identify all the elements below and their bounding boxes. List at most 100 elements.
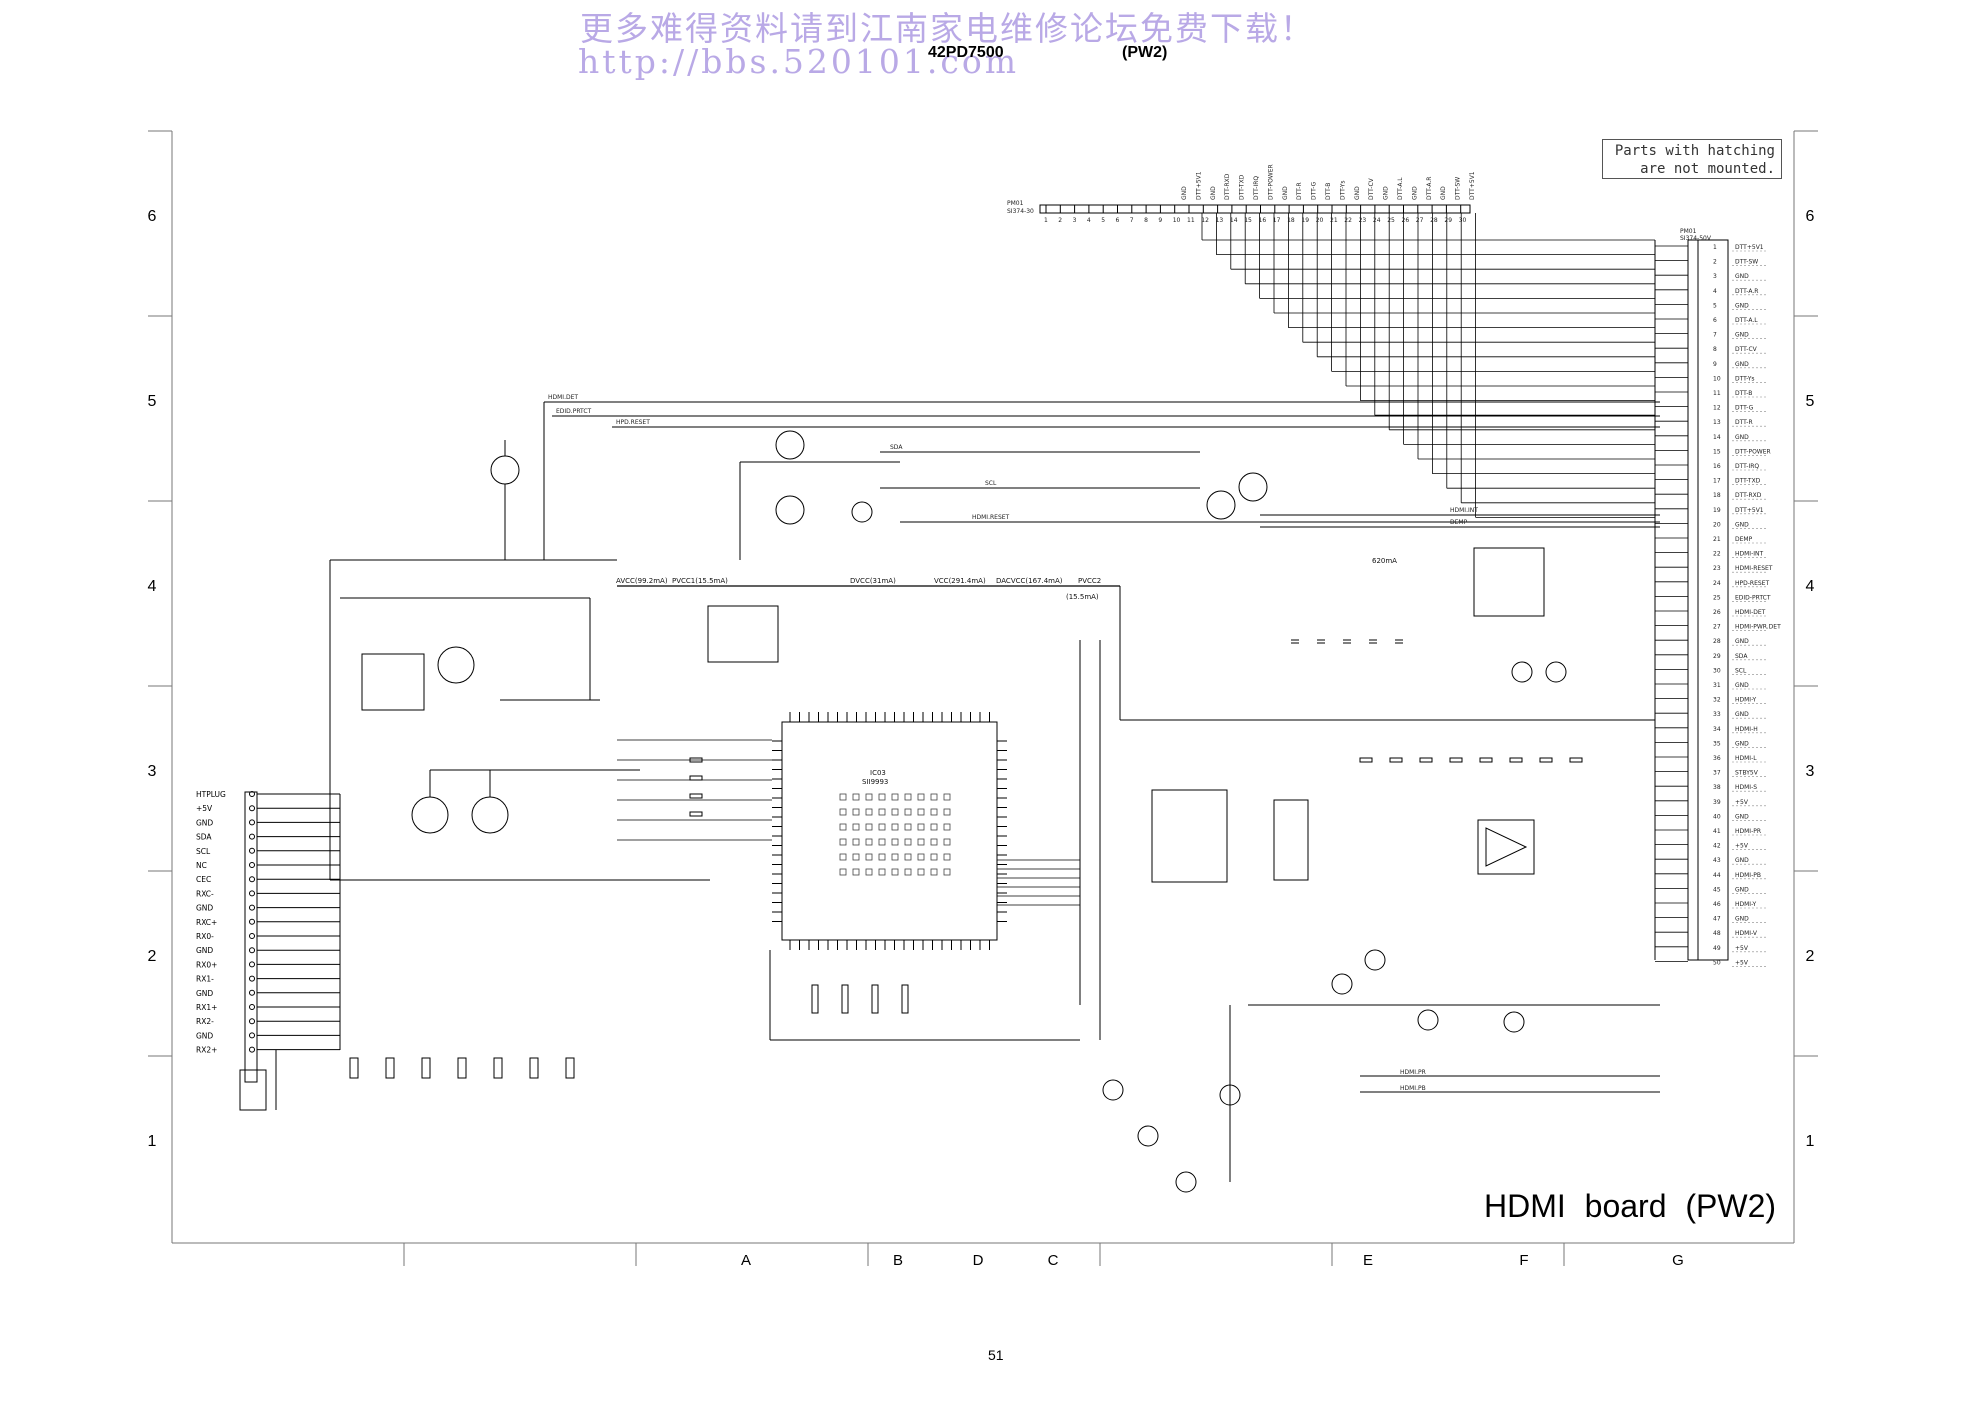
bga-pad bbox=[865, 838, 873, 846]
right-pin-number: 24 bbox=[1713, 580, 1721, 587]
hdmi-pin bbox=[249, 833, 255, 840]
video-ic bbox=[1151, 789, 1228, 883]
top-pin-number: 1 bbox=[1044, 217, 1048, 224]
rail-label-pvcc2-current: (15.5mA) bbox=[1066, 593, 1099, 601]
hdmi-pin-label: HTPLUG bbox=[196, 790, 226, 799]
right-pin-number: 18 bbox=[1713, 492, 1721, 499]
top-pin-number: 8 bbox=[1144, 217, 1148, 224]
top-pin-label: DTT-G bbox=[1311, 181, 1318, 200]
transistor bbox=[775, 495, 805, 525]
right-pin-number: 44 bbox=[1713, 872, 1721, 879]
hdmi-pin bbox=[249, 819, 255, 826]
right-pin-label: HDMI-V bbox=[1735, 930, 1758, 937]
bga-pad bbox=[891, 823, 899, 831]
top-pin-label: DTT+5V1 bbox=[1469, 171, 1476, 200]
top-pin-number: 13 bbox=[1216, 217, 1224, 224]
top-pin-label: DTT-B bbox=[1325, 183, 1332, 200]
bga-pad bbox=[930, 808, 938, 816]
hdmi-pin-label: GND bbox=[196, 989, 213, 998]
main-ic-ref: IC03 bbox=[870, 769, 886, 777]
top-pin-number: 18 bbox=[1287, 217, 1295, 224]
right-pin-label: DTT-CV bbox=[1735, 346, 1758, 353]
row-label-3-right: 3 bbox=[1805, 763, 1815, 780]
transistor bbox=[1137, 1125, 1159, 1147]
right-pin-number: 50 bbox=[1713, 959, 1721, 966]
right-pin-label: DTT-SW bbox=[1735, 259, 1758, 266]
transistor bbox=[1545, 661, 1567, 683]
hdmi-pin bbox=[249, 933, 255, 939]
top-pin-number: 6 bbox=[1116, 217, 1120, 224]
rail-label-vcc: VCC(291.4mA) bbox=[934, 577, 986, 585]
right-pin-number: 49 bbox=[1713, 945, 1721, 952]
top-pin-number: 24 bbox=[1373, 217, 1381, 224]
bga-pad bbox=[878, 853, 886, 861]
column-label-b: B bbox=[892, 1252, 903, 1269]
connector-shield bbox=[239, 1069, 267, 1111]
resistor bbox=[689, 811, 703, 817]
bga-pad bbox=[943, 823, 951, 831]
bga-pad bbox=[943, 793, 951, 801]
signal-label-pb: HDMI.PB bbox=[1400, 1085, 1426, 1092]
bga-pad bbox=[878, 868, 886, 876]
transistor bbox=[1331, 973, 1353, 995]
right-pin-label: DTT-Ys bbox=[1735, 375, 1755, 382]
top-pin-label: DTT-TXD bbox=[1239, 174, 1246, 200]
row-label-6-left: 6 bbox=[147, 208, 157, 225]
hdmi-pin bbox=[249, 947, 255, 954]
bga-pad bbox=[891, 868, 899, 876]
watermark-url[interactable]: http://bbs.520101.com bbox=[578, 42, 1020, 81]
bga-pad bbox=[904, 823, 912, 831]
capacitor bbox=[841, 984, 849, 1014]
right-pin-label: HDMI-Y bbox=[1735, 697, 1757, 704]
right-pin-number: 45 bbox=[1713, 886, 1721, 893]
right-pin-number: 48 bbox=[1713, 930, 1721, 937]
opamp bbox=[1477, 819, 1535, 875]
column-label-e: E bbox=[1362, 1252, 1373, 1269]
right-pin-number: 7 bbox=[1713, 332, 1717, 339]
right-pin-number: 29 bbox=[1713, 653, 1721, 660]
bga-pad bbox=[865, 868, 873, 876]
right-pin-label: GND bbox=[1735, 916, 1749, 923]
hdmi-pin bbox=[249, 805, 255, 812]
top-pin-label: DTT-A.R bbox=[1426, 177, 1433, 200]
right-pin-label: GND bbox=[1735, 682, 1749, 689]
opamp-symbol bbox=[1485, 827, 1528, 867]
hdmi-connector-body bbox=[244, 791, 258, 1083]
column-label-f: F bbox=[1519, 1252, 1529, 1269]
bga-pad bbox=[865, 853, 873, 861]
right-pin-number: 38 bbox=[1713, 784, 1721, 791]
hdmi-pin-label: SCL bbox=[196, 847, 211, 856]
top-pin-number: 3 bbox=[1073, 217, 1077, 224]
transistor bbox=[490, 455, 520, 485]
top-pin-label: DTT-RXD bbox=[1224, 173, 1231, 200]
top-pin-number: 16 bbox=[1259, 217, 1267, 224]
hatched-capacitor bbox=[421, 1057, 431, 1079]
hdmi-pin-label: RX2+ bbox=[196, 1046, 217, 1055]
right-pin-number: 46 bbox=[1713, 901, 1721, 908]
top-pin-number: 12 bbox=[1201, 217, 1209, 224]
right-pin-label: DTT-RXD bbox=[1735, 492, 1762, 499]
right-pin-number: 39 bbox=[1713, 799, 1721, 806]
hdmi-pin-label: RXC- bbox=[196, 889, 214, 898]
bga-pad bbox=[865, 823, 873, 831]
row-label-5-left: 5 bbox=[147, 393, 157, 410]
right-pin-number: 41 bbox=[1713, 828, 1721, 835]
resistor bbox=[1479, 757, 1493, 763]
top-pin-label: GND bbox=[1282, 186, 1289, 200]
bga-pad bbox=[852, 823, 860, 831]
signal-label-edid: EDID.PRTCT bbox=[556, 408, 592, 415]
hatched-capacitor bbox=[349, 1057, 359, 1079]
page-number: 51 bbox=[988, 1347, 1004, 1363]
top-pin-number: 20 bbox=[1316, 217, 1324, 224]
right-pin-label: SCL bbox=[1735, 667, 1747, 674]
top-pin-label: DTT-IRQ bbox=[1253, 176, 1260, 200]
hdmi-pin-label: GND bbox=[196, 1031, 213, 1040]
top-pin-number: 10 bbox=[1173, 217, 1181, 224]
top-connector-body bbox=[1039, 204, 1471, 214]
right-pin-number: 23 bbox=[1713, 565, 1721, 572]
bga-pad bbox=[891, 808, 899, 816]
resistor bbox=[689, 793, 703, 799]
hdmi-pin-label: +5V bbox=[196, 804, 213, 813]
